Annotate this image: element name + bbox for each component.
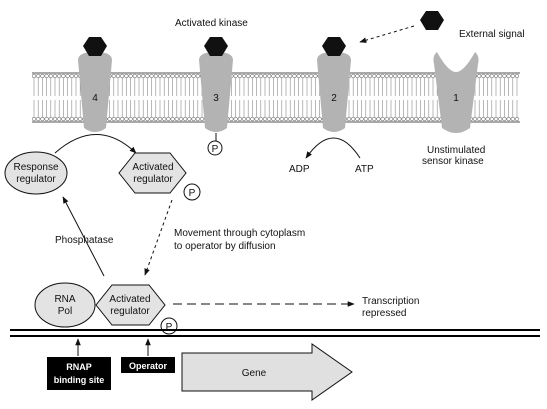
atp-label: ATP	[355, 164, 374, 175]
external-signal-molecule	[420, 11, 444, 30]
svg-text:P: P	[166, 322, 173, 333]
receptor-1-unstimulated: 1	[433, 52, 479, 133]
svg-text:regulator: regulator	[110, 306, 150, 317]
transcription-label-line1: Transcription	[362, 296, 419, 307]
diffusion-arrow	[144, 199, 173, 276]
operator-label: Operator	[121, 357, 175, 373]
svg-text:RNAP: RNAP	[66, 362, 92, 372]
phosphate-on-regulator-top	[183, 183, 201, 201]
svg-text:regulator: regulator	[16, 174, 56, 185]
phosphatase-arrow	[62, 196, 105, 277]
receptor-2-activated: 2	[317, 37, 351, 132]
signal-binding-arrow	[359, 25, 415, 43]
movement-label-line2: to operator by diffusion	[174, 241, 276, 252]
svg-text:Operator: Operator	[129, 361, 168, 371]
activated-kinase-label: Activated kinase	[175, 18, 248, 29]
svg-text:Pol: Pol	[58, 306, 72, 317]
atp-adp-arrow	[305, 137, 361, 159]
receptor-4-activated: 4	[78, 37, 112, 132]
response-regulator: Response regulator	[4, 151, 68, 195]
svg-text:Response: Response	[13, 162, 58, 173]
adp-label: ADP	[289, 164, 310, 175]
receptor-2-number: 2	[331, 93, 337, 104]
receptor-3-number: 3	[213, 93, 219, 104]
activated-regulator-bound: Activated regulator P	[95, 284, 178, 335]
signal-molecule-on-receptor-3	[204, 37, 228, 56]
phosphotransfer-arrow	[54, 134, 137, 154]
unstimulated-label-line2: sensor kinase	[422, 156, 484, 167]
receptor-1-number: 1	[453, 93, 459, 104]
svg-text:P: P	[189, 188, 196, 199]
svg-text:Activated: Activated	[132, 162, 173, 173]
unstimulated-label-line1: Unstimulated	[427, 145, 485, 156]
svg-text:regulator: regulator	[133, 174, 173, 185]
gene-arrow: Gene	[181, 343, 353, 401]
phosphate-on-receptor-3	[207, 140, 223, 156]
svg-text:RNA: RNA	[54, 294, 75, 305]
dna-strand	[10, 329, 540, 337]
signal-molecule-on-receptor-2	[322, 37, 346, 56]
receptor-3-activated: 3 P	[199, 37, 233, 156]
signal-molecule-on-receptor-4	[83, 37, 107, 56]
external-signal-label: External signal	[459, 29, 525, 40]
transcription-label-line2: repressed	[362, 308, 406, 319]
svg-text:Activated: Activated	[109, 294, 150, 305]
movement-label-line1: Movement through cytoplasm	[174, 228, 305, 239]
receptor-4-number: 4	[92, 93, 98, 104]
rnap-binding-site-label: RNAP binding site	[47, 357, 111, 390]
svg-text:P: P	[212, 144, 219, 155]
gene-label: Gene	[242, 368, 267, 379]
svg-text:binding site: binding site	[54, 375, 105, 385]
phosphatase-label: Phosphatase	[55, 235, 114, 246]
rna-polymerase: RNA Pol	[34, 282, 96, 328]
activated-regulator-top: Activated regulator P	[118, 152, 201, 201]
